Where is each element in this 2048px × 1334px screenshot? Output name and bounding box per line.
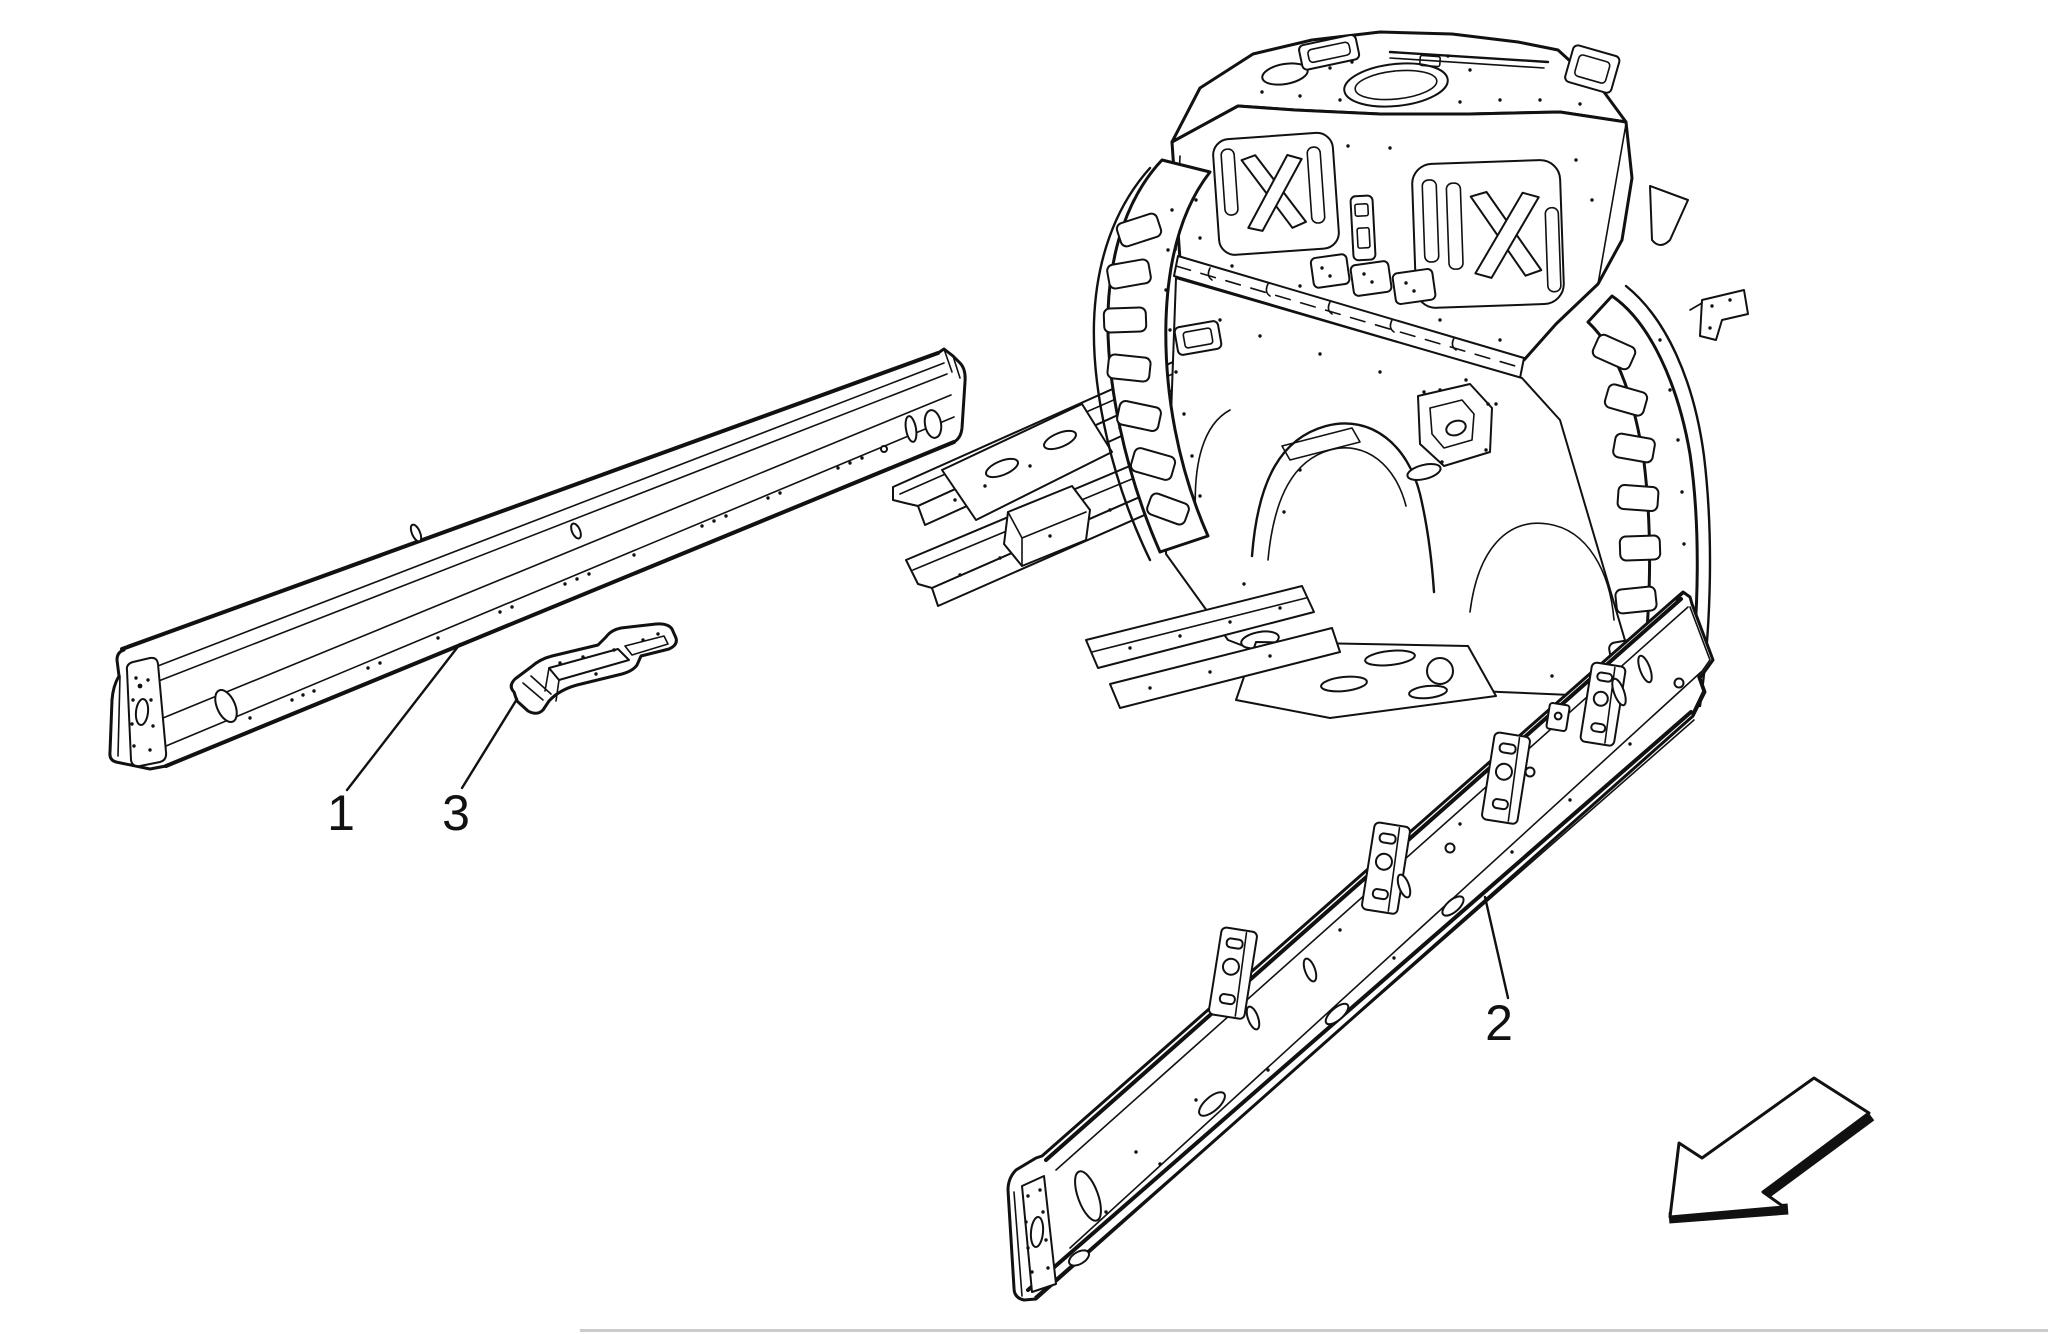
callout-1-leader xyxy=(345,642,462,792)
callout-3-label: 3 xyxy=(442,785,470,841)
rail-weld-holes xyxy=(248,456,864,720)
callout-2-leader xyxy=(1483,895,1510,1000)
arch-ribs-left xyxy=(1102,212,1190,526)
sill-end-cap xyxy=(1013,1175,1057,1297)
callout-3-leader xyxy=(460,697,519,790)
wheel-arch-left xyxy=(1092,158,1223,562)
page-edge-line xyxy=(580,1329,2048,1332)
part-1-inner-rail xyxy=(108,347,967,771)
sill-bracket xyxy=(1208,926,1258,1020)
flag-bracket-right xyxy=(1689,289,1749,341)
callout-2: 2 xyxy=(1483,895,1513,1051)
direction-arrow-icon xyxy=(1668,1076,1875,1224)
rail-end-cap xyxy=(117,656,168,768)
sill-bracket xyxy=(1481,731,1531,825)
callout-1-label: 1 xyxy=(327,785,355,841)
callout-3: 3 xyxy=(442,697,519,841)
x-brace-left xyxy=(1212,131,1340,256)
callout-1: 1 xyxy=(327,642,462,841)
x-brace-right xyxy=(1411,159,1565,309)
rear-shelf-panel xyxy=(1170,30,1628,144)
sill-bracket xyxy=(1361,821,1411,915)
part-3-bracket xyxy=(509,622,678,715)
rear-floor-plate xyxy=(1085,585,1497,719)
sill-weld-holes xyxy=(1104,742,1632,1214)
chassis-assembly xyxy=(892,30,1749,719)
part-2-sill-panel xyxy=(1006,590,1715,1302)
callout-2-label: 2 xyxy=(1485,995,1513,1051)
rear-bulkhead-panel xyxy=(1170,104,1634,362)
